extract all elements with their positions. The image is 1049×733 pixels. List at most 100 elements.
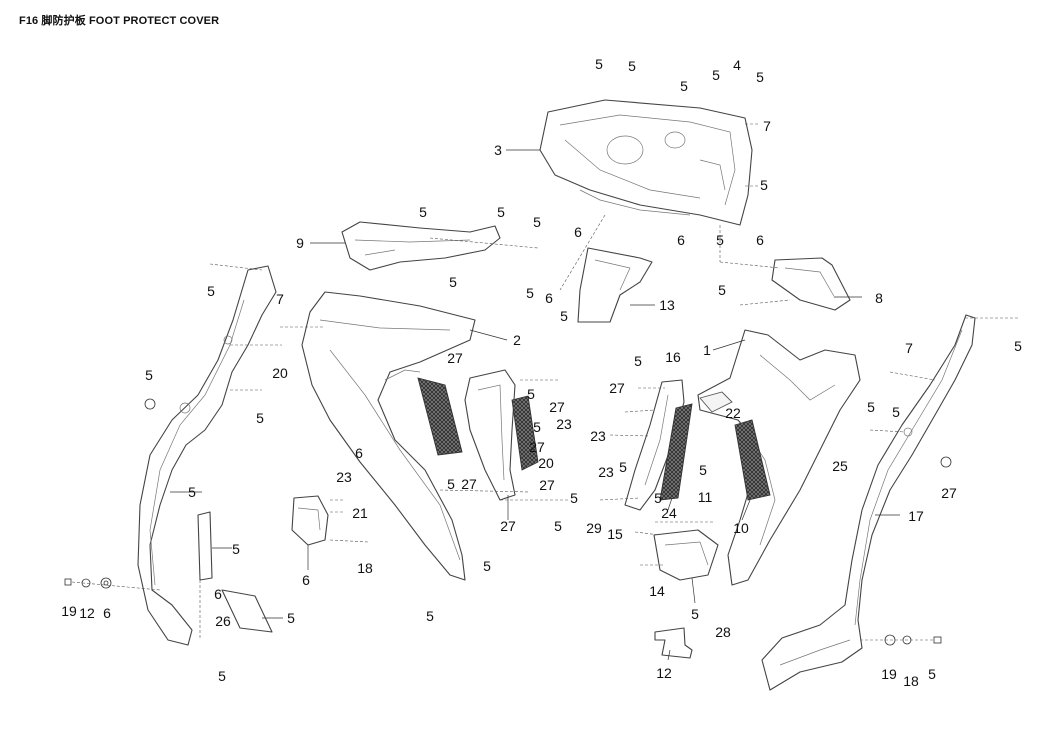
callout-label: 5 — [570, 490, 578, 506]
callout-label: 23 — [336, 469, 352, 485]
part-left-bracket — [291, 495, 329, 546]
callout-label: 5 — [680, 78, 688, 94]
page-title: F16 脚防护板 FOOT PROTECT COVER — [19, 12, 219, 28]
callout-label: 8 — [875, 290, 883, 306]
callout-label: 25 — [832, 458, 848, 474]
title-english: FOOT PROTECT COVER — [88, 15, 220, 27]
callout-label: 24 — [661, 505, 677, 521]
callout-label: 5 — [628, 58, 636, 74]
callout-label: 11 — [698, 489, 713, 505]
callout-label: 5 — [419, 204, 427, 220]
callout-label: 27 — [539, 477, 555, 493]
callout-label: 1 — [703, 342, 711, 358]
callout-label: 6 — [756, 232, 764, 248]
callout-label: 12 — [656, 665, 672, 681]
callout-label: 5 — [716, 232, 724, 248]
callout-label: 23 — [598, 464, 614, 480]
callout-label: 18 — [357, 560, 373, 576]
part-lower-right-bracket — [653, 529, 719, 581]
callout-label: 27 — [529, 439, 545, 455]
callout-label: 13 — [659, 297, 675, 313]
part-right-bracket — [771, 257, 851, 311]
mesh-grille-right-a — [659, 403, 693, 501]
mesh-grille-center — [511, 395, 539, 471]
callout-label: 4 — [733, 57, 741, 73]
callout-label: 5 — [426, 608, 434, 624]
callout-label: 5 — [447, 476, 455, 492]
part-small-top-panel — [341, 221, 501, 271]
callout-label: 9 — [296, 235, 304, 251]
callout-label: 27 — [447, 350, 463, 366]
callout-label: 5 — [554, 518, 562, 534]
callout-label: 5 — [497, 204, 505, 220]
callout-label: 19 — [881, 666, 897, 682]
callout-label: 5 — [527, 386, 535, 402]
callout-label: 10 — [733, 520, 749, 536]
callout-label: 6 — [677, 232, 685, 248]
callout-label: 3 — [494, 142, 502, 158]
part-left-front-cover — [301, 291, 476, 581]
callout-label: 28 — [715, 624, 731, 640]
callout-label: 27 — [609, 380, 625, 396]
callout-label: 7 — [763, 118, 771, 134]
callout-label: 6 — [103, 605, 111, 621]
callout-label: 5 — [760, 177, 768, 193]
callout-label: 27 — [500, 518, 516, 534]
callout-label: 5 — [634, 353, 642, 369]
callout-label: 5 — [867, 399, 875, 415]
callout-label: 26 — [215, 613, 231, 629]
mesh-grille-right-b — [734, 419, 771, 501]
callout-label: 5 — [560, 308, 568, 324]
callout-label: 5 — [483, 558, 491, 574]
callout-label: 17 — [908, 508, 924, 524]
callout-label: 19 — [61, 603, 77, 619]
callout-label: 20 — [538, 455, 554, 471]
callout-label: 5 — [256, 410, 264, 426]
callout-label: 6 — [574, 224, 582, 240]
fasteners-right-cluster — [860, 634, 942, 646]
callout-label: 5 — [449, 274, 457, 290]
part-callouts: 5 5 5 5 4 5 7 3 5 5 5 5 9 6 6 6 5 5 5 6 … — [61, 56, 1022, 689]
callout-label: 27 — [941, 485, 957, 501]
part-left-side-panel — [137, 265, 277, 646]
callout-label: 21 — [352, 505, 368, 521]
part-pad-29 — [197, 511, 213, 581]
callout-label: 29 — [586, 520, 602, 536]
grommets-20 — [144, 398, 952, 468]
callout-label: 6 — [545, 290, 553, 306]
callout-label: 6 — [355, 445, 363, 461]
callout-label: 5 — [712, 67, 720, 83]
callout-label: 23 — [590, 428, 606, 444]
callout-label: 18 — [903, 673, 919, 689]
callout-label: 2 — [513, 332, 521, 348]
part-plate-26 — [221, 589, 273, 633]
callout-label: 5 — [207, 283, 215, 299]
callout-label: 5 — [232, 541, 240, 557]
callout-label: 23 — [556, 416, 572, 432]
callout-label: 20 — [272, 365, 288, 381]
callout-label: 27 — [461, 476, 477, 492]
callout-label: 27 — [549, 399, 565, 415]
callout-label: 12 — [79, 605, 95, 621]
part-right-front-cover — [697, 329, 861, 586]
callout-label: 5 — [145, 367, 153, 383]
callout-label: 5 — [928, 666, 936, 682]
callout-label: 5 — [287, 610, 295, 626]
part-inner-right-panel — [624, 379, 685, 511]
callout-label: 5 — [756, 69, 764, 85]
fasteners-left-cluster — [64, 577, 161, 591]
callout-label: 14 — [649, 583, 665, 599]
callout-label: 5 — [691, 606, 699, 622]
callout-label: 5 — [892, 404, 900, 420]
callout-label: 22 — [725, 405, 741, 421]
callout-label: 7 — [276, 291, 284, 307]
title-code: F16 — [19, 15, 39, 27]
part-inner-left-panel — [464, 369, 516, 501]
part-right-side-panel — [761, 314, 976, 691]
callout-label: 5 — [533, 214, 541, 230]
callout-label: 5 — [188, 484, 196, 500]
callout-label: 15 — [607, 526, 623, 542]
mesh-grille-left — [417, 377, 463, 456]
callout-label: 7 — [905, 340, 913, 356]
